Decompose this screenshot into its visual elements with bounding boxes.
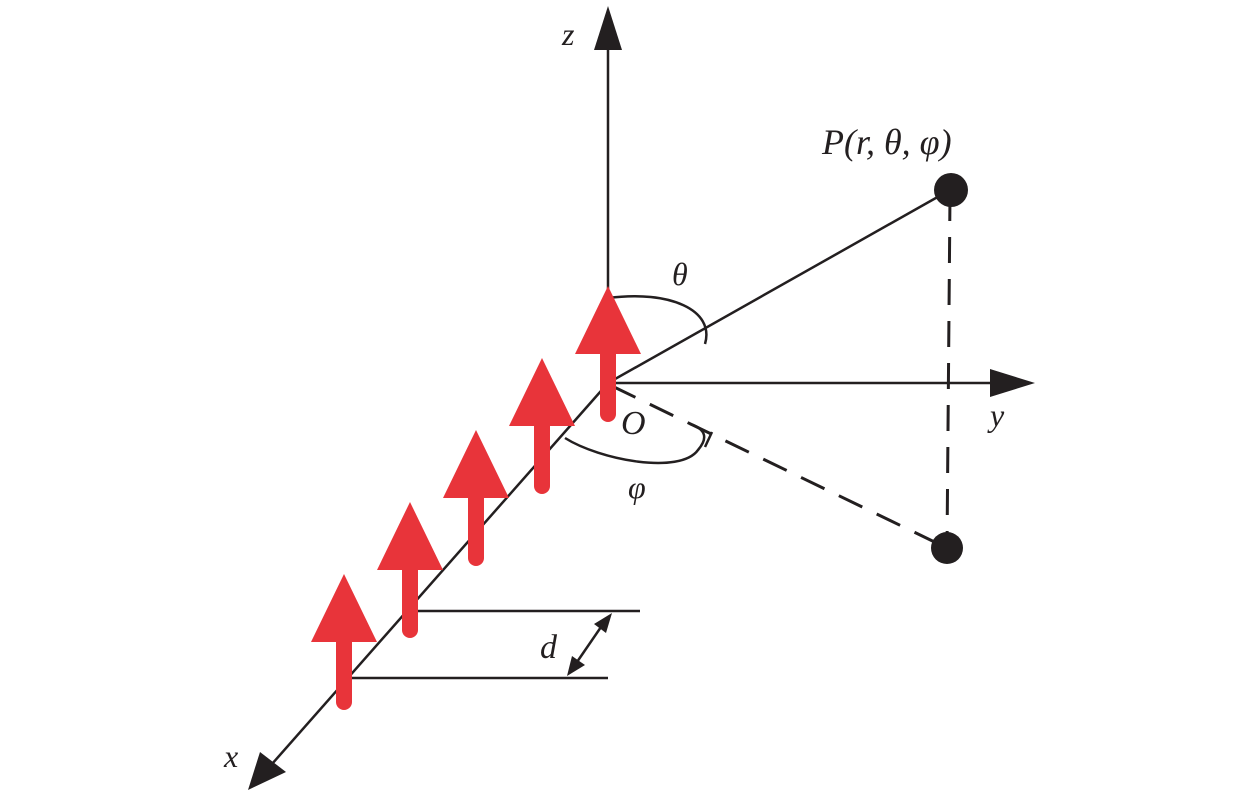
dipole-array — [311, 286, 641, 710]
dipole-arrowhead — [377, 502, 443, 570]
phi-arc-end-tick — [703, 431, 714, 448]
theta-arc — [607, 294, 708, 345]
theta-label: θ — [672, 256, 688, 292]
point-p-projection — [931, 532, 963, 564]
x-axis-arrowhead — [248, 752, 286, 790]
dipole-arrow-4 — [377, 502, 443, 638]
spacing-arrow-shaft — [575, 626, 603, 663]
radius-line — [607, 188, 951, 385]
projection-vertical-dashed — [945, 194, 952, 549]
y-axis-label: y — [987, 397, 1005, 433]
phi-label: φ — [628, 469, 646, 505]
origin-label: O — [621, 405, 646, 442]
spacing-arrowhead-top — [594, 613, 612, 633]
dipole-arrow-1 — [575, 286, 641, 422]
spacing-label: d — [540, 629, 558, 666]
dipole-arrowhead — [509, 358, 575, 426]
y-axis-arrowhead — [990, 369, 1035, 397]
projection-horizontal-dashed — [611, 384, 948, 550]
z-axis-label: z — [561, 16, 575, 52]
z-axis-arrowhead — [594, 6, 622, 50]
dipole-arrowhead — [311, 574, 377, 642]
spacing-arrowhead-bottom — [567, 656, 585, 676]
dipole-arrow-5 — [311, 574, 377, 710]
dipole-arrowhead — [575, 286, 641, 354]
dipole-arrow-3 — [443, 430, 509, 566]
dipole-arrowhead — [443, 430, 509, 498]
point-p — [934, 173, 968, 207]
dipole-arrow-2 — [509, 358, 575, 494]
x-axis-line — [271, 382, 609, 765]
point-p-label: P(r, θ, φ) — [821, 122, 952, 162]
x-axis-label: x — [223, 738, 238, 774]
phi-arc — [564, 422, 706, 465]
